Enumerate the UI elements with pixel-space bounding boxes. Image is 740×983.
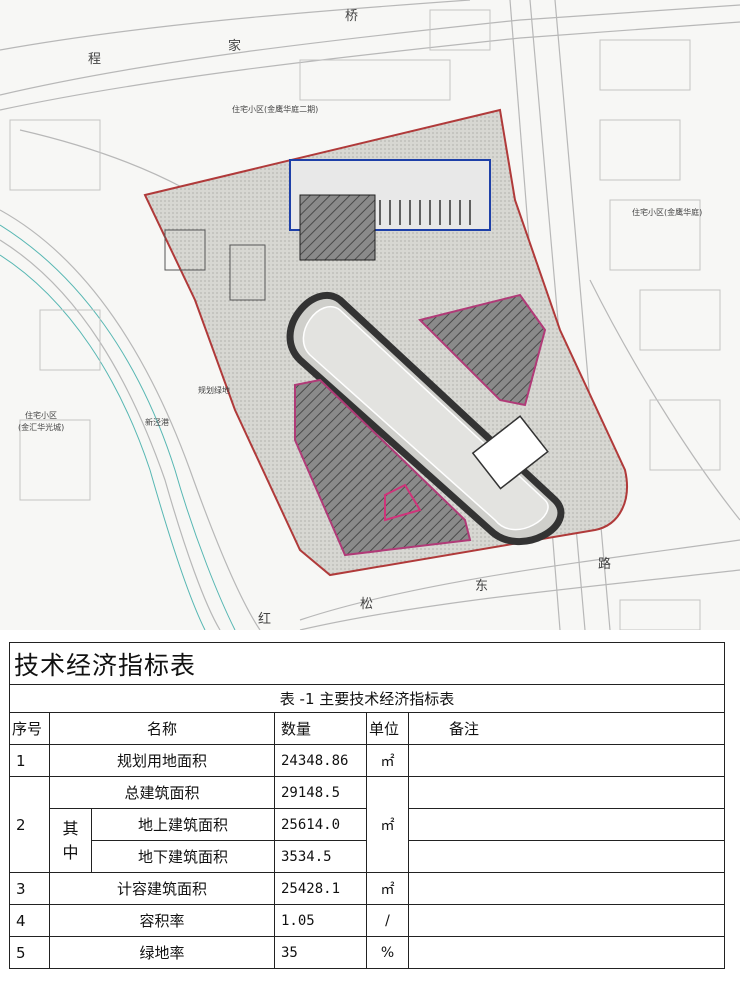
header-row: 序号 名称 数量 单位 备注 [9,712,726,745]
row-seq: 3 [9,872,50,905]
row-name: 绿地率 [49,936,275,969]
label-residential-w: 住宅小区 [25,410,57,420]
row-unit: ㎡ [366,872,409,905]
row-seq: 2 [9,776,50,873]
row-note [407,872,726,905]
row-unit: % [366,936,409,969]
label-residential-w2: (金汇华光城) [18,422,64,432]
qizhong-label: 其 中 [49,808,92,873]
row-qty: 29148.5 [274,776,367,809]
row-name: 容积率 [49,904,275,937]
row-note [407,744,726,777]
row-qty: 1.05 [274,904,367,937]
header-name: 名称 [49,712,275,745]
row-note [407,936,726,969]
road-label-lu: 路 [598,556,611,572]
tech-indicator-section: 技术经济指标表 表 -1 主要技术经济指标表 序号 名称 数量 单位 备注 1 … [0,636,740,983]
table-row: 5 绿地率 35 % [9,936,726,969]
header-seq: 序号 [9,712,50,745]
row-name: 地上建筑面积 [91,808,275,841]
row-qty: 3534.5 [274,840,367,873]
table-caption: 表 -1 主要技术经济指标表 [8,684,726,713]
row-seq: 4 [9,904,50,937]
row-name: 地下建筑面积 [91,840,275,873]
label-river: 新泾港 [145,417,169,427]
qizhong-char-2: 中 [62,842,79,862]
row-note [407,904,726,937]
table-row: 2 总建筑面积 29148.5 ㎡ [9,776,726,873]
road-label-qiao: 桥 [345,9,358,24]
table-title: 技术经济指标表 [8,642,726,685]
site-plan-svg: 桥 程 家 住宅小区(金鹰华庭二期) 住宅小区(金鹰华庭) 住宅小区 (金汇华光… [0,0,740,630]
tech-indicator-table: 技术经济指标表 表 -1 主要技术经济指标表 序号 名称 数量 单位 备注 1 … [8,642,726,969]
row-name: 计容建筑面积 [49,872,275,905]
table-row: 4 容积率 1.05 / [9,904,726,937]
row-note [407,776,726,809]
row-unit: / [366,904,409,937]
row-note [407,808,726,841]
header-note: 备注 [407,712,726,745]
row-name: 总建筑面积 [49,776,275,809]
site-plan-drawing: 桥 程 家 住宅小区(金鹰华庭二期) 住宅小区(金鹰华庭) 住宅小区 (金汇华光… [0,0,740,630]
road-label-jia: 家 [228,38,241,54]
row-qty: 25614.0 [274,808,367,841]
table-row: 3 计容建筑面积 25428.1 ㎡ [9,872,726,905]
road-label-cheng: 程 [88,52,101,67]
row-name: 规划用地面积 [49,744,275,777]
row-seq: 5 [9,936,50,969]
road-label-song: 松 [360,597,373,612]
table-row: 其 中 地上建筑面积 25614.0 [10,808,726,873]
road-label-hong: 红 [258,611,271,627]
header-qty: 数量 [274,712,367,745]
row-qty: 35 [274,936,367,969]
row-unit: ㎡ [366,744,409,777]
row-seq: 1 [9,744,50,777]
row-qty: 24348.86 [274,744,367,777]
row-unit: ㎡ [366,776,409,873]
table-row: 1 规划用地面积 24348.86 ㎡ [9,744,726,777]
qizhong-char-1: 其 [62,819,79,839]
header-unit: 单位 [366,712,409,745]
row-qty: 25428.1 [274,872,367,905]
table-row: 地下建筑面积 3534.5 [10,840,726,873]
row-note [407,840,726,873]
label-green: 规划绿地 [198,385,230,395]
label-residential-e: 住宅小区(金鹰华庭) [632,207,702,217]
label-residential-ne: 住宅小区(金鹰华庭二期) [232,104,318,114]
road-label-dong: 东 [475,579,488,594]
